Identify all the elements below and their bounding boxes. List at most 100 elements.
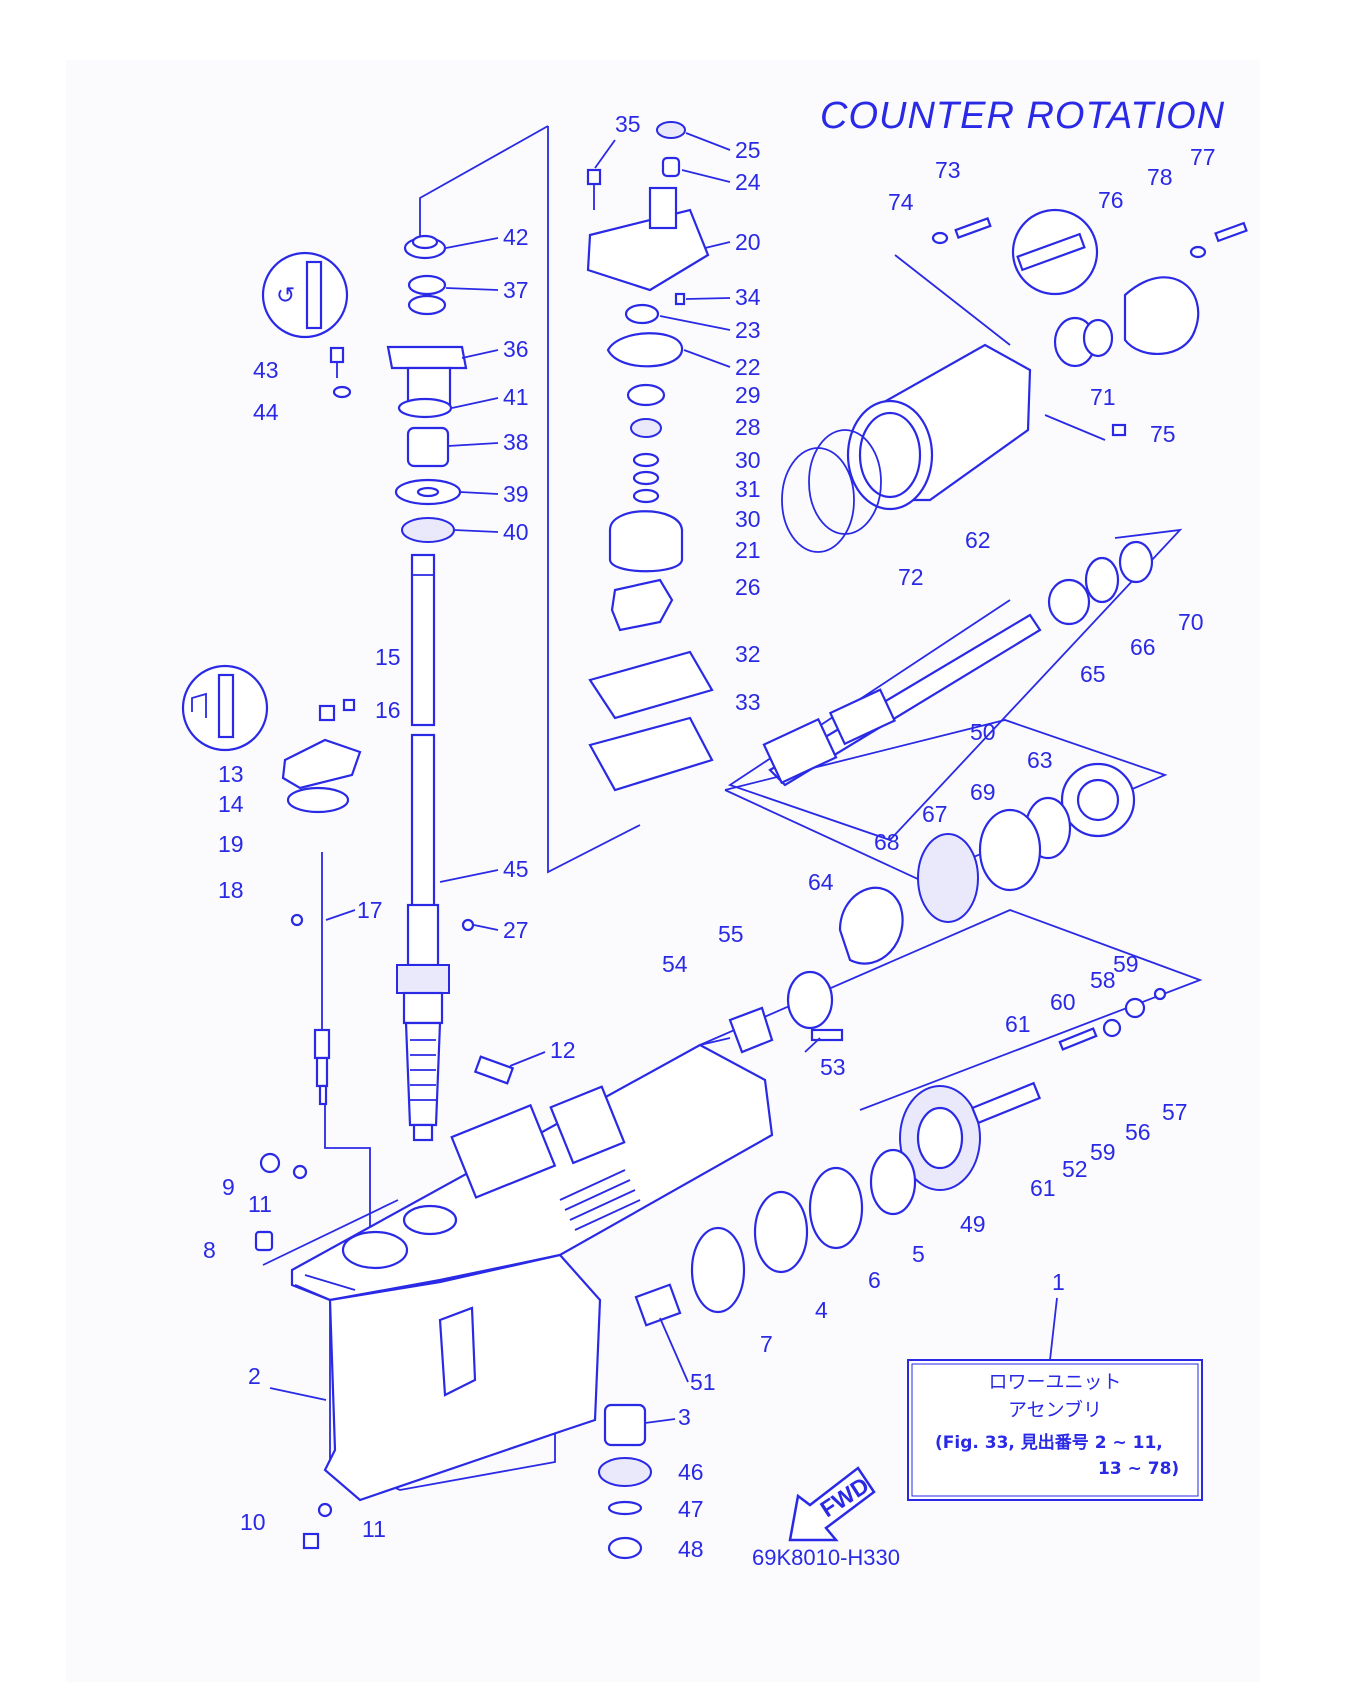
callout-label: 25: [735, 137, 761, 163]
gear-group: [598, 970, 1167, 1560]
lower-case-housing: [290, 1043, 774, 1502]
callout-label: 40: [503, 519, 529, 545]
callout-label: 27: [503, 917, 529, 943]
assembly-ref-line1: (Fig. 33, 見出番号 2 ~ 11,: [935, 1432, 1163, 1453]
water-pump-parts: [586, 121, 714, 792]
callout-label: 30: [735, 447, 761, 473]
callout-label: 31: [735, 476, 761, 502]
callout-label: 55: [718, 921, 744, 947]
callout-label: 28: [735, 414, 761, 440]
callout-label: 51: [690, 1369, 716, 1395]
callout-label: 37: [503, 277, 529, 303]
drawing-code: 69K8010-H330: [752, 1545, 900, 1570]
callout-label: 71: [1090, 384, 1116, 410]
callout-label: 63: [1027, 747, 1053, 773]
callout-label: 58: [1090, 967, 1116, 993]
callout-label: 10: [240, 1509, 266, 1535]
callout-label: 43: [253, 357, 279, 383]
drive-shaft: [396, 553, 450, 1142]
callout-label: 60: [1050, 989, 1076, 1015]
callout-label: 16: [375, 697, 401, 723]
callout-label: 32: [735, 641, 761, 667]
callout-label: 22: [735, 354, 761, 380]
callout-label: 41: [503, 384, 529, 410]
callout-label: 36: [503, 336, 529, 362]
callout-label: 47: [678, 1496, 704, 1522]
callout-label: 7: [760, 1331, 773, 1357]
callout-labels: 35 25 24 20 34 23 22 29 28 30 31 30 21 2…: [203, 111, 1216, 1562]
callout-label: 46: [678, 1459, 704, 1485]
upper-left-parts: ↺: [261, 234, 468, 543]
callout-label: 56: [1125, 1119, 1151, 1145]
assembly-name-line1: ロワーユニット: [988, 1371, 1121, 1393]
callout-label: 72: [898, 564, 924, 590]
callout-label: 35: [615, 111, 641, 137]
callout-label: 57: [1162, 1099, 1188, 1125]
shift-rod: [313, 852, 331, 1106]
callout-label: 38: [503, 429, 529, 455]
callout-label: 45: [503, 856, 529, 882]
callout-label: 11: [248, 1191, 272, 1217]
callout-label: 59: [1090, 1139, 1116, 1165]
callout-label: 17: [357, 897, 383, 923]
callout-label: 11: [362, 1516, 386, 1542]
callout-label: 24: [735, 169, 761, 195]
callout-label: 69: [970, 779, 996, 805]
callout-label: 23: [735, 317, 761, 343]
assembly-name-line2: アセンブリ: [1008, 1398, 1102, 1421]
callout-label: 15: [375, 644, 401, 670]
diagram-title: COUNTER ROTATION: [820, 95, 1225, 137]
svg-text:↺: ↺: [276, 282, 295, 308]
callout-label: 19: [218, 831, 244, 857]
callout-label: 78: [1147, 164, 1173, 190]
callout-label: 8: [203, 1237, 216, 1263]
callout-label: 68: [874, 829, 900, 855]
callout-label: 59: [1113, 951, 1139, 977]
prop-shaft-housing: [781, 208, 1248, 553]
callout-label: 4: [815, 1297, 828, 1323]
callout-label: 39: [503, 481, 529, 507]
callout-label: 65: [1080, 661, 1106, 687]
callout-label: 13: [218, 761, 244, 787]
callout-label: 50: [970, 719, 996, 745]
assembly-note-box: 1 ロワーユニット アセンブリ (Fig. 33, 見出番号 2 ~ 11, 1…: [907, 1269, 1203, 1501]
callout-label: 5: [912, 1241, 925, 1267]
callout-label: 64: [808, 869, 834, 895]
callout-label: 44: [253, 399, 279, 425]
callout-label: 74: [888, 189, 914, 215]
callout-label: 6: [868, 1267, 881, 1293]
shift-cam-group: [181, 664, 362, 814]
callout-label: 29: [735, 382, 761, 408]
propeller-shaft: [762, 540, 1154, 787]
callout-label: 75: [1150, 421, 1176, 447]
callout-label: 34: [735, 284, 761, 310]
callout-label: 73: [935, 157, 961, 183]
callout-label: 49: [960, 1211, 986, 1237]
fwd-arrow-icon: FWD: [788, 1466, 876, 1542]
callout-label: 9: [222, 1174, 235, 1200]
callout-label: 70: [1178, 609, 1204, 635]
callout-label: 20: [735, 229, 761, 255]
callout-label: 54: [662, 951, 688, 977]
bearing-group: [838, 762, 1136, 965]
callout-label: 76: [1098, 187, 1124, 213]
callout-label: 18: [218, 877, 244, 903]
callout-label: 61: [1030, 1175, 1056, 1201]
callout-label: 48: [678, 1536, 704, 1562]
assembly-ref-line2: 13 ~ 78): [1098, 1459, 1179, 1479]
callout-label: 14: [218, 791, 244, 817]
callout-label: 3: [678, 1404, 691, 1430]
callout-label: 77: [1190, 144, 1216, 170]
callout-label: 30: [735, 506, 761, 532]
label-leaders: [269, 132, 821, 1424]
callout-label: 53: [820, 1054, 846, 1080]
callout-label: 52: [1062, 1156, 1088, 1182]
callout-label: 62: [965, 527, 991, 553]
callout-label: 61: [1005, 1011, 1031, 1037]
callout-label: 26: [735, 574, 761, 600]
callout-label: 66: [1130, 634, 1156, 660]
assembly-item-number: 1: [1052, 1269, 1065, 1295]
callout-label: 42: [503, 224, 529, 250]
